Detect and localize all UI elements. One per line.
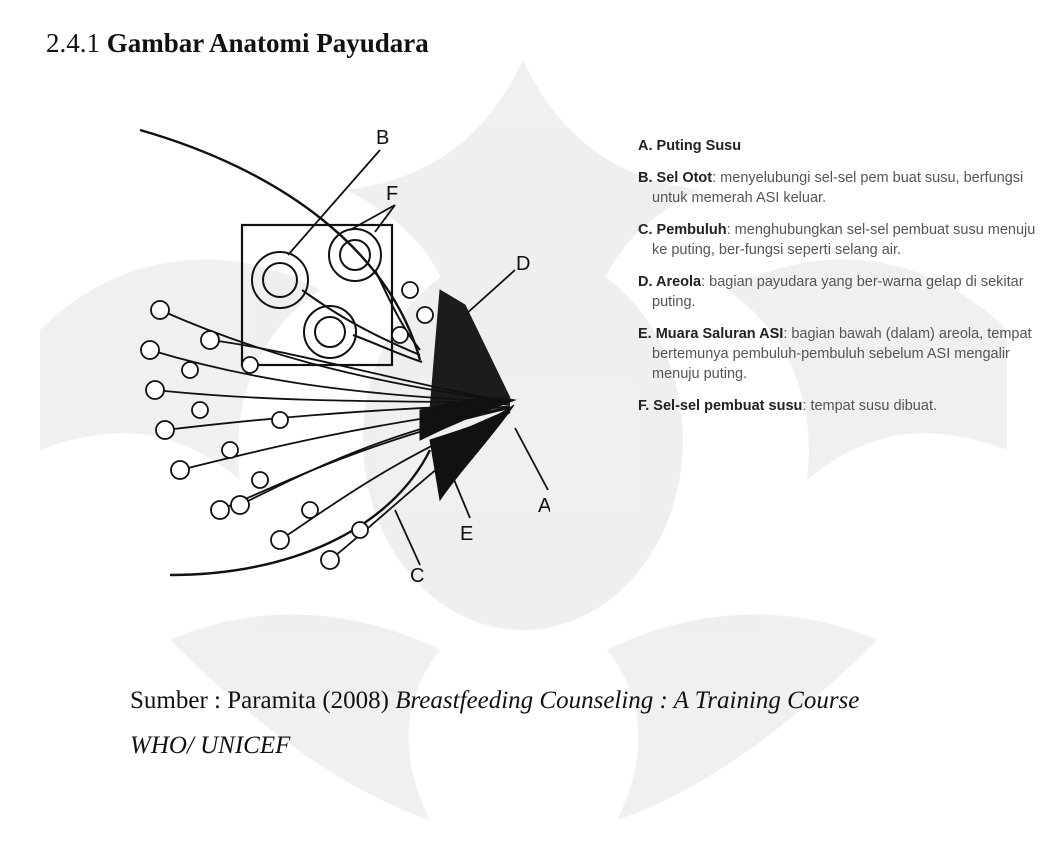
- legend-item: C. Pembuluh: menghubungkan sel-sel pembu…: [638, 220, 1038, 260]
- label-e: E: [460, 523, 473, 545]
- label-b: B: [376, 127, 389, 149]
- section-number: 2.4.1: [46, 28, 100, 58]
- figure-source: Sumber : Paramita (2008) Breastfeeding C…: [130, 678, 1047, 768]
- figure-legend: A. Puting Susu B. Sel Otot: menyelubungi…: [638, 136, 1038, 428]
- legend-item: E. Muara Saluran ASI: bagian bawah (dala…: [638, 324, 1038, 384]
- source-publisher: WHO/ UNICEF: [130, 732, 290, 759]
- legend-item: A. Puting Susu: [638, 136, 1038, 156]
- label-a: A: [538, 495, 550, 517]
- label-f: F: [386, 183, 398, 205]
- legend-item: B. Sel Otot: menyelubungi sel-sel pem bu…: [638, 168, 1038, 208]
- detail-inset-box: [242, 225, 392, 365]
- label-c: C: [410, 565, 424, 587]
- source-title: Breastfeeding Counseling : A Training Co…: [395, 687, 859, 714]
- section-title: Gambar Anatomi Payudara: [107, 28, 429, 58]
- legend-item: D. Areola: bagian payudara yang ber-warn…: [638, 272, 1038, 312]
- label-d: D: [516, 253, 530, 275]
- source-prefix: Sumber : Paramita (2008): [130, 687, 395, 714]
- breast-anatomy-diagram: B F D A E C: [130, 110, 550, 600]
- section-heading: 2.4.1 Gambar Anatomi Payudara: [46, 28, 429, 59]
- legend-item: F. Sel-sel pembuat susu: tempat susu dib…: [638, 396, 1038, 416]
